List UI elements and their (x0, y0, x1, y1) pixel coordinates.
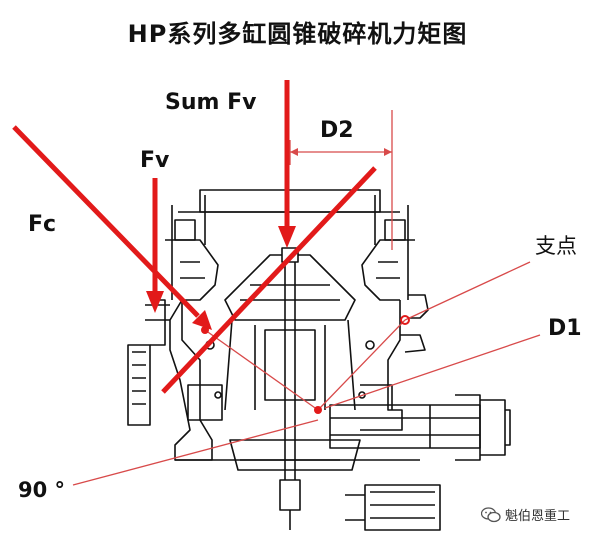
angle-leader-line (72, 419, 319, 486)
fv-arrowhead (146, 291, 164, 313)
d1-label: D1 (548, 316, 582, 341)
watermark-text: 魁伯恩重工 (505, 509, 571, 524)
moment-arm-line (204, 329, 319, 411)
force-arrows (12, 80, 377, 394)
pivot-point (400, 315, 410, 325)
sum-fv-label: Sum Fv (165, 90, 257, 115)
watermark: 魁伯恩重工 (481, 505, 570, 524)
d2-dimension (289, 110, 393, 250)
crusher-cross-section (127, 189, 511, 531)
fv-label: Fv (140, 148, 170, 173)
sum-fv-arrowhead (278, 226, 296, 248)
pivot-arm-line (317, 319, 406, 411)
angle-label: 90 ° (18, 478, 66, 502)
annotation-lines (72, 261, 541, 486)
pivot-label: 支点 (535, 234, 577, 258)
d2-label: D2 (320, 118, 354, 143)
center-point (314, 406, 322, 414)
wechat-icon (481, 506, 501, 522)
pivot-leader-line (404, 261, 531, 321)
fc-arrow (12, 125, 200, 318)
d1-leader-line (324, 334, 541, 409)
fc-arrowhead (192, 310, 212, 330)
fc-label: Fc (28, 212, 57, 237)
diagram-title: HP系列多缸圆锥破碎机力矩图 (127, 20, 468, 48)
resultant-force-line (161, 166, 377, 394)
